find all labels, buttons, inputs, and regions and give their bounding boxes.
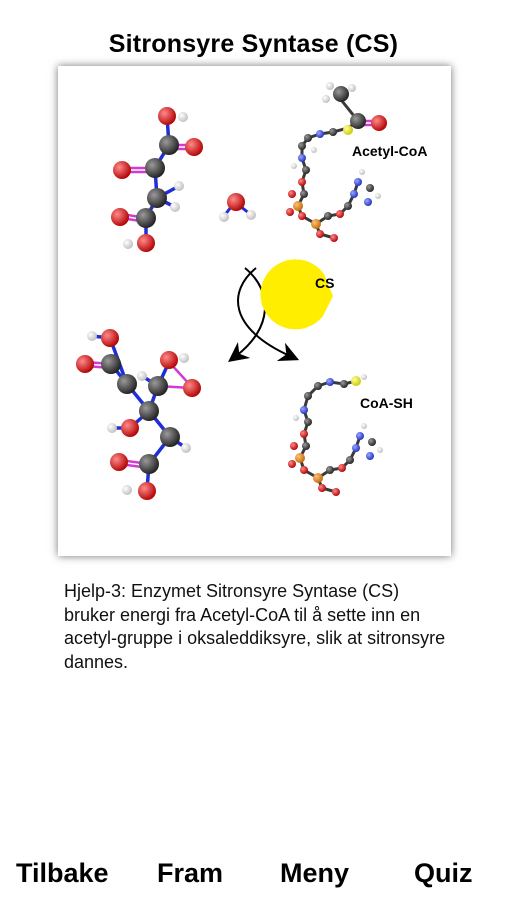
forward-button[interactable]: Fram bbox=[157, 858, 224, 888]
oxaloacetate-molecule bbox=[111, 107, 203, 252]
bottom-navigation: Tilbake Fram Meny Quiz bbox=[0, 858, 507, 898]
back-button[interactable]: Tilbake bbox=[16, 858, 109, 888]
acetyl-coa-label: Acetyl-CoA bbox=[352, 143, 427, 159]
help-caption: Hjelp-3: Enzymet Sitronsyre Syntase (CS)… bbox=[64, 581, 446, 672]
acetyl-coa-molecule: Acetyl-CoA bbox=[286, 82, 427, 242]
coa-sh-label: CoA-SH bbox=[360, 395, 413, 411]
quiz-button[interactable]: Quiz bbox=[414, 858, 473, 888]
menu-button[interactable]: Meny bbox=[280, 858, 350, 888]
coa-sh-molecule: CoA-SH bbox=[288, 374, 413, 496]
cs-enzyme-shape: CS bbox=[260, 259, 334, 330]
citrate-molecule bbox=[76, 329, 201, 500]
reaction-diagram: Acetyl-CoA CS bbox=[76, 82, 427, 500]
reaction-figure: Acetyl-CoA CS bbox=[58, 66, 451, 556]
page-title: Sitronsyre Syntase (CS) bbox=[108, 30, 399, 58]
enzyme-label: CS bbox=[315, 275, 334, 291]
water-molecule bbox=[219, 193, 256, 222]
